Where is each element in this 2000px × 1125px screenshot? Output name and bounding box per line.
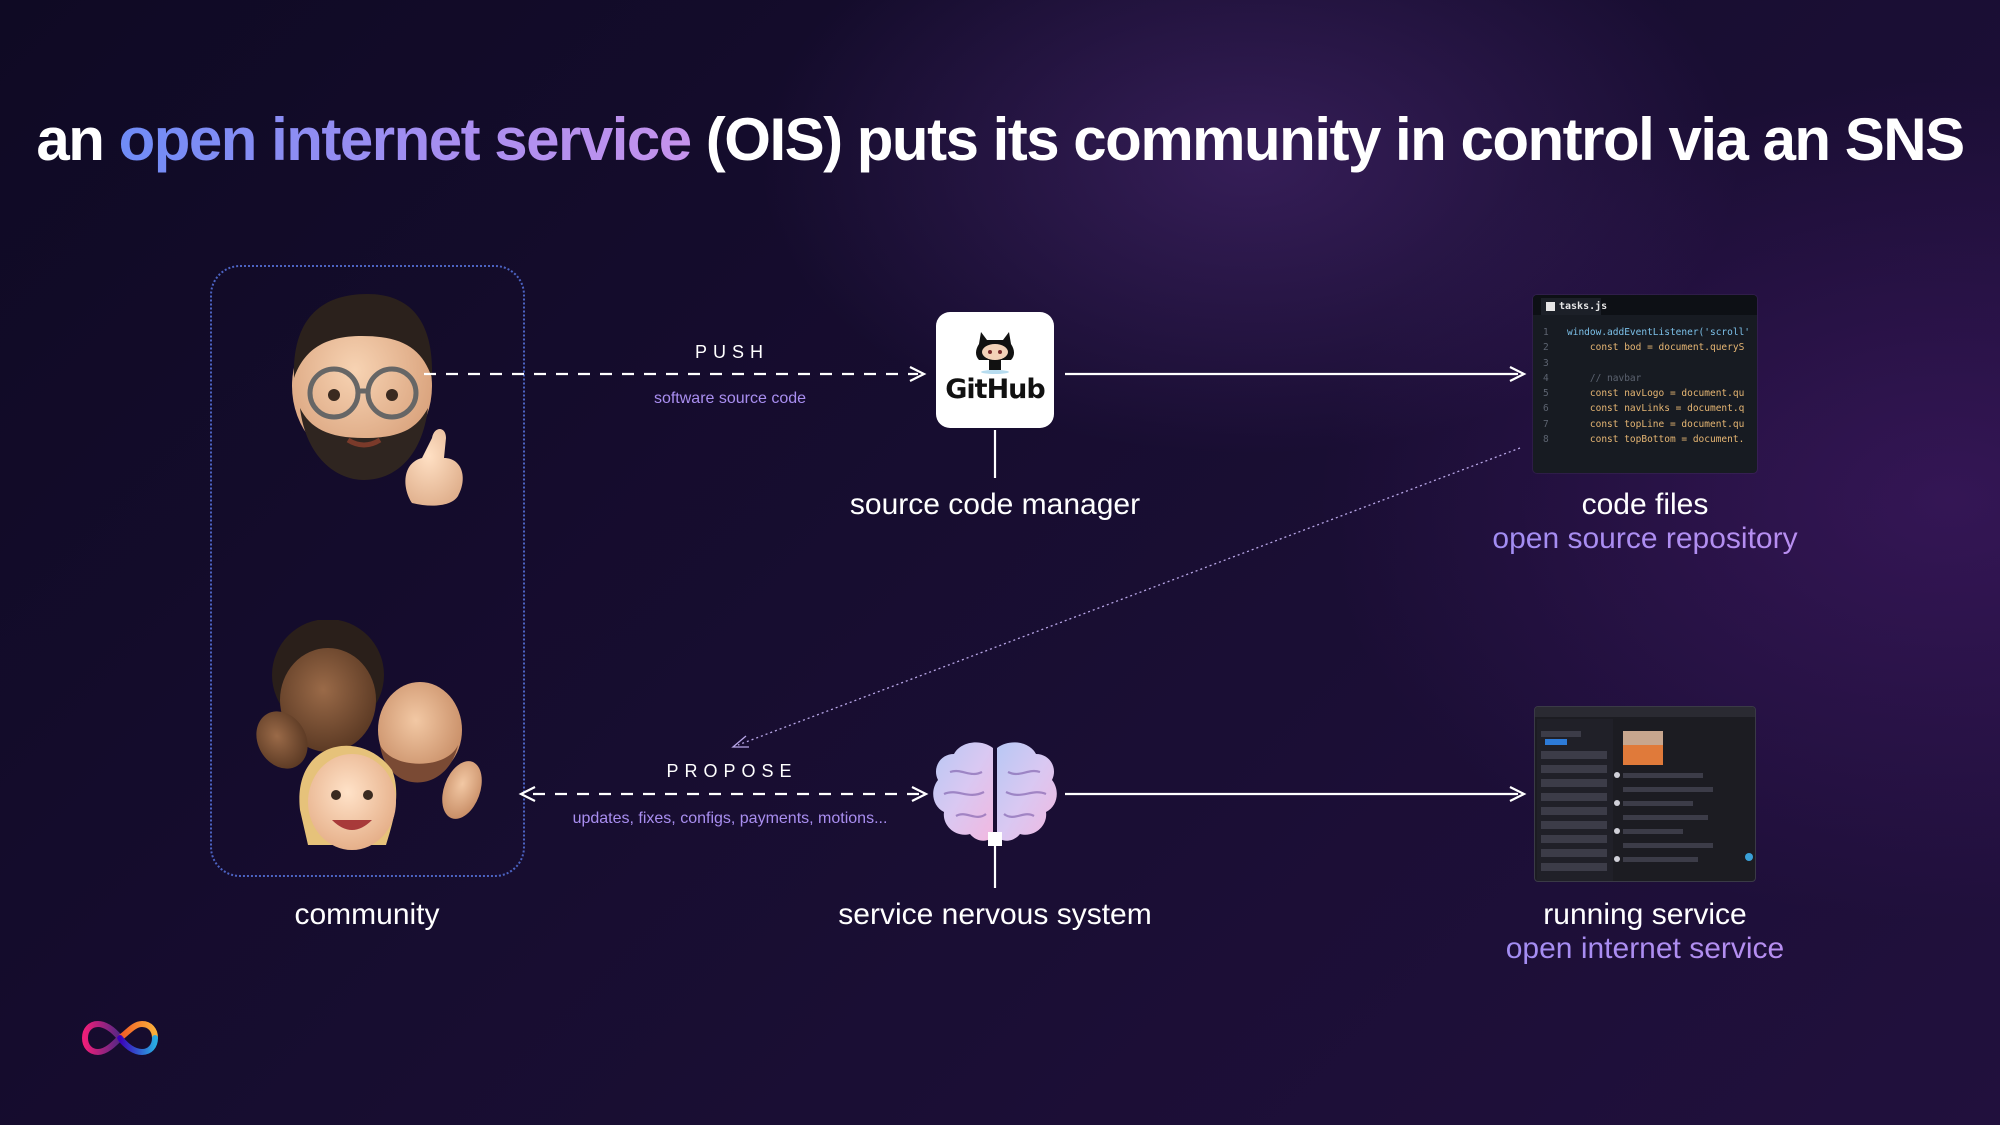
propose-arrowhead-right xyxy=(911,786,929,802)
code-files-thumbnail: tasks.js 1 2 3 4 5 6 7 8 window.addEvent… xyxy=(1533,295,1757,473)
title-prefix: an xyxy=(36,106,119,173)
page-title: an open internet service (OIS) puts its … xyxy=(0,105,2000,174)
code-files-sublabel: open source repository xyxy=(1395,522,1895,556)
github-octocat-icon xyxy=(976,332,1014,374)
title-highlight: open internet service xyxy=(118,106,693,173)
app-screenshot-graphic xyxy=(1535,707,1755,881)
github-wordmark: GitHub xyxy=(945,374,1045,405)
title-suffix: (OIS) puts its community in control via … xyxy=(690,106,1965,173)
line-numbers: 1 2 3 4 5 6 7 8 xyxy=(1543,327,1549,446)
community-label: community xyxy=(294,898,440,931)
push-arrowhead xyxy=(909,366,927,382)
sns-label: service nervous system xyxy=(838,898,1152,931)
code-line: window.addEventListener('scroll' xyxy=(1567,327,1751,338)
running-service-thumbnail xyxy=(1534,706,1756,882)
propose-label: PROPOSE xyxy=(666,761,798,781)
community-box xyxy=(210,265,525,877)
propose-arrowhead-left xyxy=(518,786,536,802)
push-label: PUSH xyxy=(694,342,769,362)
code-line: const navLogo = document.qu xyxy=(1567,388,1745,400)
infinity-logo-icon xyxy=(82,1020,158,1056)
source-code-manager-label: source code manager xyxy=(849,488,1141,521)
code-to-propose-arrowhead xyxy=(731,735,749,748)
propose-caption: updates, fixes, configs, payments, motio… xyxy=(572,810,888,827)
code-line: const topLine = document.qu xyxy=(1567,418,1745,430)
code-files-label: code files xyxy=(1581,488,1709,521)
brain-icon xyxy=(933,742,1057,846)
sns-to-service-arrowhead xyxy=(1509,786,1527,802)
code-line: const topBottom = document. xyxy=(1567,434,1745,446)
github-logo: GitHub xyxy=(936,312,1054,428)
code-line: // navbar xyxy=(1567,372,1642,384)
github-to-code-arrowhead xyxy=(1509,366,1527,382)
push-caption: software source code xyxy=(653,390,807,407)
memoji-thumbs-up-icon xyxy=(292,294,463,506)
editor-tab: tasks.js xyxy=(1541,298,1607,315)
code-line: const navLinks = document.q xyxy=(1567,403,1745,415)
code-lines: window.addEventListener('scroll' const b… xyxy=(1567,325,1750,447)
code-line: const bod = document.queryS xyxy=(1567,342,1745,354)
running-service-label: running service xyxy=(1543,898,1747,931)
memoji-group-icon xyxy=(256,620,482,850)
running-service-sublabel: open internet service xyxy=(1395,932,1895,966)
